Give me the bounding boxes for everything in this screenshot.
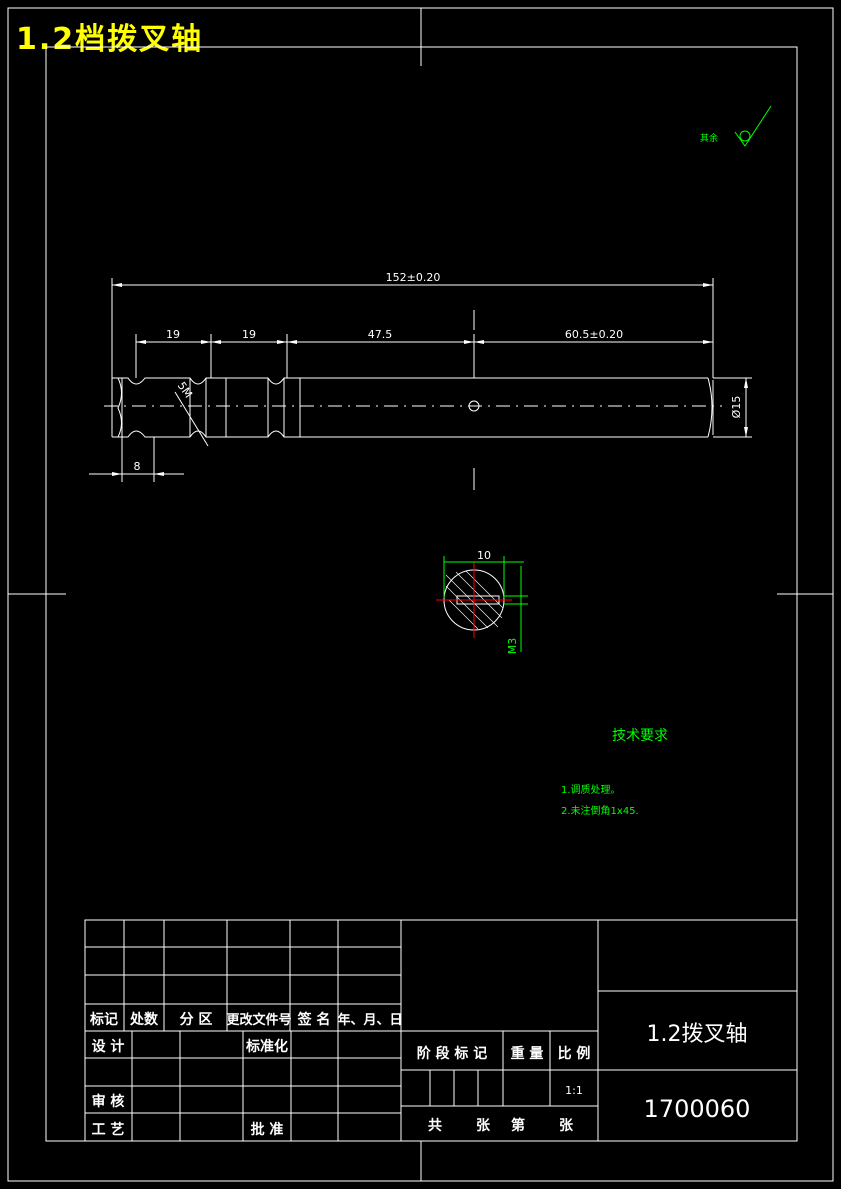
part-name: 1.2拨叉轴 — [647, 1022, 748, 1047]
header-zone: 分 区 — [180, 1012, 213, 1028]
title-block-grid — [84, 919, 798, 1142]
drawing-title: 1.2档拨叉轴 — [16, 22, 204, 57]
label-scale: 比 例 — [558, 1045, 591, 1062]
label-weight: 重 量 — [511, 1045, 544, 1062]
roughness-label: 其余 — [700, 132, 718, 144]
label-process: 工 艺 — [92, 1121, 125, 1138]
label-sheet-unit: 张 — [559, 1118, 574, 1134]
dim-overall: 152±0.20 — [386, 271, 441, 284]
section-thread-label: M3 — [506, 638, 519, 655]
section-centerlines — [436, 562, 512, 638]
requirement-item-2: 2.未注倒角1x45. — [561, 804, 639, 817]
dim-end-length: 8 — [134, 460, 141, 473]
label-standardize: 标准化 — [245, 1038, 288, 1055]
section-width-label: 10 — [477, 549, 491, 562]
scale-value: 1:1 — [565, 1084, 583, 1097]
requirements-title: 技术要求 — [612, 728, 668, 744]
label-design: 设 计 — [92, 1038, 125, 1055]
title-block-text: 标记 处数 分 区 更改文件号 签 名 年、月、日 设 计 标准化 审 核 工 … — [89, 1011, 590, 1138]
label-review: 审 核 — [92, 1093, 125, 1110]
label-stage-mark: 阶 段 标 记 — [417, 1045, 488, 1062]
header-mark: 标记 — [89, 1011, 118, 1028]
shaft-part — [111, 377, 714, 438]
dim-seg4: 60.5±0.20 — [565, 328, 623, 341]
dimension-lines — [89, 278, 752, 482]
label-total: 共 — [428, 1117, 442, 1134]
dim-seg3: 47.5 — [368, 328, 393, 341]
dimension-arrows — [112, 283, 748, 476]
dim-diameter: Ø15 — [730, 396, 743, 419]
label-approve: 批 准 — [251, 1121, 284, 1138]
drawing-frame — [7, 7, 834, 1182]
header-change-doc: 更改文件号 — [226, 1012, 291, 1028]
drawing-number: 1700060 — [644, 1095, 751, 1123]
header-date: 年、月、日 — [337, 1012, 402, 1028]
dim-seg1: 19 — [166, 328, 180, 341]
header-signature: 签 名 — [297, 1011, 331, 1028]
section-dimensions — [443, 556, 528, 652]
requirement-item-1: 1.调质处理。 — [561, 784, 621, 796]
label-sheet-no: 第 — [511, 1117, 525, 1134]
label-sheets: 张 — [476, 1118, 491, 1134]
roughness-symbol — [734, 105, 772, 147]
dim-seg2: 19 — [242, 328, 256, 341]
header-count: 处数 — [129, 1011, 159, 1028]
